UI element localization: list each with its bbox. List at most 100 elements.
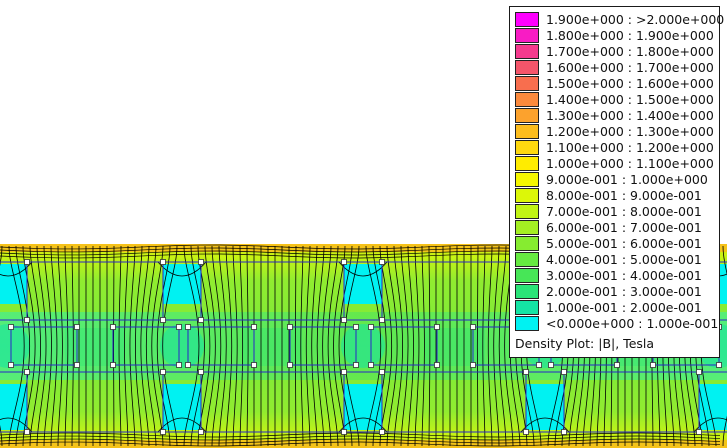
node-marker [176,324,182,330]
node-marker [198,429,204,435]
gap-field [425,328,485,366]
slot-upper [0,264,27,304]
slot-outline [343,261,383,321]
legend-label: 5.000e-001 : 6.000e-001 [546,236,702,251]
magnet-outline [187,326,255,366]
node-marker [470,362,476,368]
node-marker [716,362,722,368]
contour-line [151,245,164,447]
node-marker [198,369,204,375]
node-marker [696,429,702,435]
node-marker [287,362,293,368]
node-marker [74,324,80,330]
contour-line [162,245,178,447]
contour-line [140,245,150,447]
node-marker [160,429,166,435]
legend-label: 1.200e+000 : 1.300e+000 [546,124,714,139]
legend-swatch [515,108,539,123]
legend-label: 1.300e+000 : 1.400e+000 [546,108,714,123]
node-marker [368,324,374,330]
legend-label: 3.000e-001 : 4.000e-001 [546,268,702,283]
node-marker [470,324,476,330]
contour-line [421,245,425,447]
node-marker [8,324,14,330]
legend-label: 8.000e-001 : 9.000e-001 [546,188,702,203]
contour-line [157,417,207,433]
slot-outline [162,371,202,433]
contour-line [407,245,414,447]
node-marker [24,259,30,265]
node-marker [379,317,385,323]
contour-line [8,245,25,447]
legend-label: 1.800e+000 : 1.900e+000 [546,28,714,43]
contour-line [50,245,58,447]
node-marker [696,369,702,375]
legend-swatch [515,204,539,219]
magnet-outline [289,326,357,366]
contour-line [0,441,721,447]
node-marker [24,369,30,375]
contour-line [71,245,74,447]
contour-line [338,417,388,433]
legend-label: 1.700e+000 : 1.800e+000 [546,44,714,59]
contour-line [43,245,52,447]
node-marker [176,362,182,368]
contour-line [311,245,318,447]
legend-label: 1.000e-001 : 2.000e-001 [546,300,702,315]
legend-swatch [515,268,539,283]
contour-line [305,245,311,447]
legend-label: 1.000e+000 : 1.100e+000 [546,156,714,171]
contour-line [156,245,171,447]
contour-line [693,417,727,433]
contour-line [36,245,47,447]
legend-label: 4.000e-001 : 5.000e-001 [546,252,702,267]
contour-line [338,261,388,277]
legend-label: 7.000e-001 : 8.000e-001 [546,204,702,219]
contour-line [372,245,387,447]
legend-label: 2.000e-001 : 3.000e-001 [546,284,702,299]
contour-line [246,245,249,447]
contour-line [365,245,382,447]
node-marker [434,362,440,368]
slot-lower [163,384,201,430]
legend-label: 1.400e+000 : 1.500e+000 [546,92,714,107]
slot-outline [343,371,383,433]
contour-line [225,245,233,447]
contour-line [0,438,721,444]
contour-line [0,261,33,277]
contour-line [134,245,143,447]
contour-line [498,245,507,447]
node-marker [185,362,191,368]
contour-line [118,245,122,447]
legend-label: 1.100e+000 : 1.200e+000 [546,140,714,155]
node-marker [536,362,542,368]
contour-line [482,245,486,447]
contour-line [29,245,41,447]
contour-line [322,245,332,447]
legend-swatch [515,12,539,27]
node-marker [110,324,116,330]
node-marker [379,429,385,435]
contour-line [327,245,339,447]
node-marker [379,259,385,265]
legend-swatch [515,76,539,91]
node-marker [341,429,347,435]
slot-outline [0,371,28,433]
node-marker [353,324,359,330]
contour-line [379,245,393,447]
node-marker [341,317,347,323]
slot-outline [525,371,565,433]
legend-label: 1.900e+000 : >2.000e+000 [546,12,725,27]
legend-swatch [515,28,539,43]
contour-line [300,245,304,447]
node-marker [287,324,293,330]
contour-line [239,245,244,447]
legend-label: 1.600e+000 : 1.700e+000 [546,60,714,75]
slot-upper [163,264,201,304]
magnet-outline [112,326,180,366]
node-marker [614,362,620,368]
slot-outline [698,371,727,433]
legend-swatch [515,252,539,267]
